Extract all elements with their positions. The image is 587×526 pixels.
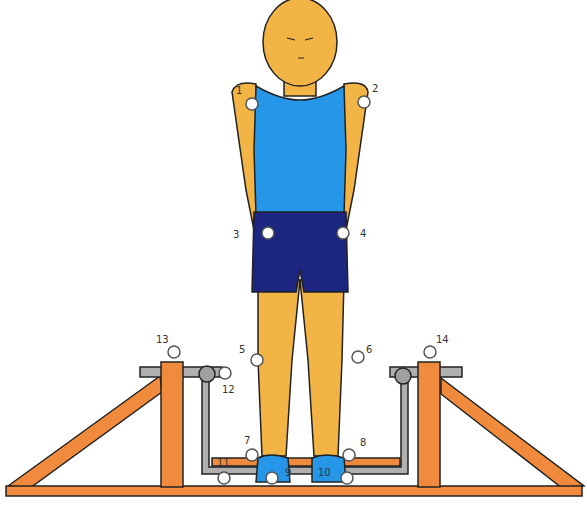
- callout-number: 10: [318, 468, 331, 478]
- callout-number: 7: [244, 436, 250, 446]
- callout-number: 14: [436, 335, 449, 345]
- callout-number: 2: [372, 84, 378, 94]
- callout-number: 5: [239, 345, 245, 355]
- callout-number: 3: [233, 230, 239, 240]
- callout-number: 9: [285, 468, 291, 478]
- callout-number: 1: [236, 86, 242, 96]
- callout-number: 8: [360, 438, 366, 448]
- callout-number: 12: [222, 385, 235, 395]
- callout-number: 11: [217, 458, 230, 468]
- callout-number: 13: [156, 335, 169, 345]
- callout-number: 4: [360, 229, 366, 239]
- callout-number: 6: [366, 345, 372, 355]
